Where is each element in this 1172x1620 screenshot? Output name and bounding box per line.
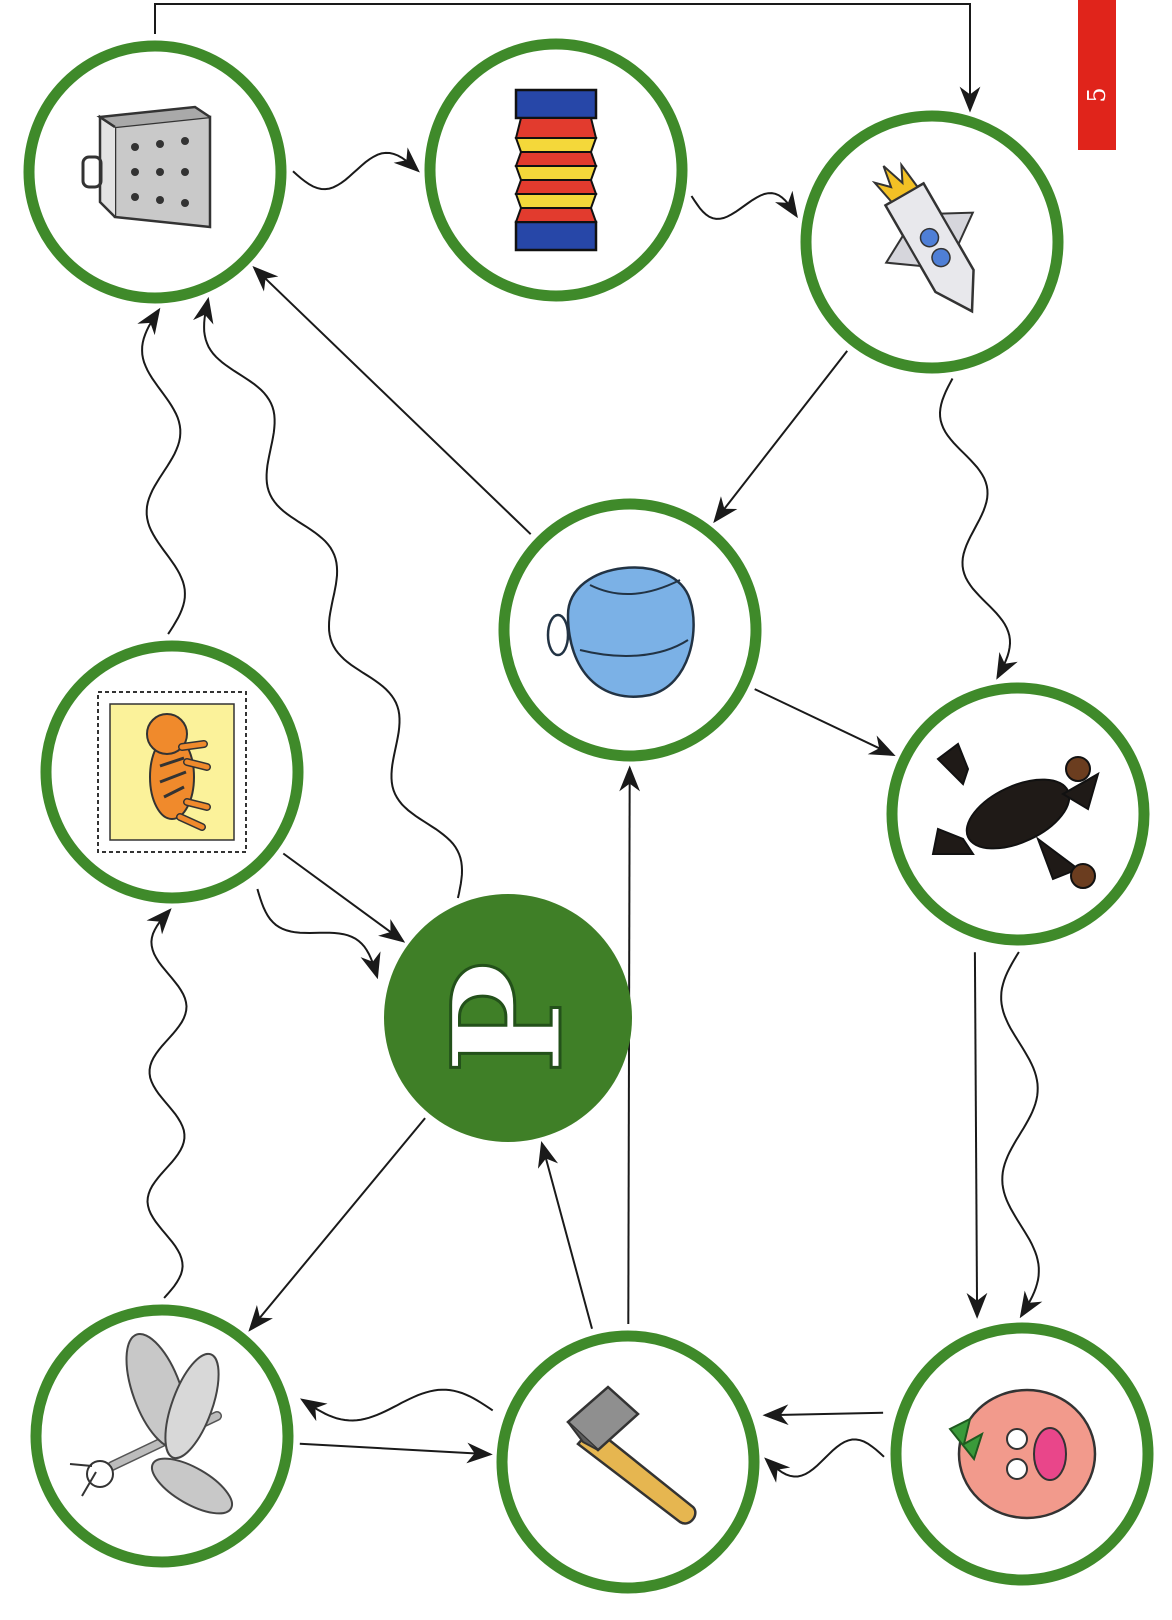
edge-mosquito-to-stamp-tiger xyxy=(146,908,188,1299)
edge-mosquito-to-axe xyxy=(299,1442,493,1464)
node-boxing-gloves xyxy=(498,498,762,762)
edge-grater-to-accordion xyxy=(292,147,420,191)
edge-stamp-tiger-to-grater xyxy=(137,307,186,635)
edge-tomato-to-axe xyxy=(764,1438,885,1483)
hub-letter: Р xyxy=(420,962,596,1075)
edge-axe-to-mosquito xyxy=(300,1388,494,1422)
hub-node: Р xyxy=(384,894,632,1142)
edge-axe-to-hub xyxy=(537,1140,593,1330)
edge-crayfish-to-tomato xyxy=(966,952,988,1319)
edge-stamp-tiger-to-hub xyxy=(282,852,406,943)
axe-icon xyxy=(566,1385,697,1525)
node-crayfish xyxy=(886,682,1150,946)
node-stamp-tiger xyxy=(40,640,304,904)
accordion-icon xyxy=(514,88,598,252)
edge-accordion-to-rocket xyxy=(690,190,798,220)
edge-rocket-to-boxing-gloves xyxy=(713,350,848,524)
edges-layer xyxy=(137,3,1043,1483)
grater-icon xyxy=(81,105,212,229)
rocket-icon xyxy=(871,161,975,314)
node-grater xyxy=(23,40,287,304)
edge-axe-to-boxing-gloves xyxy=(619,765,641,1325)
node-axe xyxy=(496,1330,760,1594)
node-accordion xyxy=(424,38,688,302)
tiger-stamp-icon xyxy=(97,691,247,853)
node-rocket xyxy=(800,110,1064,374)
mosquito-icon xyxy=(69,1333,233,1515)
node-tomato xyxy=(890,1322,1154,1586)
edge-crayfish-to-tomato xyxy=(1000,951,1043,1319)
boxing-gloves-icon xyxy=(546,566,695,698)
edge-boxing-gloves-to-crayfish xyxy=(754,688,896,757)
edge-tomato-to-axe xyxy=(762,1404,884,1426)
edge-rocket-to-crayfish xyxy=(938,378,1018,680)
edge-grater-to-rocket xyxy=(154,3,981,113)
crayfish-icon xyxy=(931,742,1100,889)
edge-hub-to-grater xyxy=(193,296,464,899)
edge-stamp-tiger-to-hub xyxy=(256,888,381,980)
node-mosquito xyxy=(30,1304,294,1568)
tomato-icon xyxy=(948,1388,1097,1520)
page-number-tab: 5 xyxy=(1078,0,1116,150)
edge-boxing-gloves-to-grater xyxy=(252,265,532,535)
edge-hub-to-mosquito xyxy=(248,1117,426,1332)
